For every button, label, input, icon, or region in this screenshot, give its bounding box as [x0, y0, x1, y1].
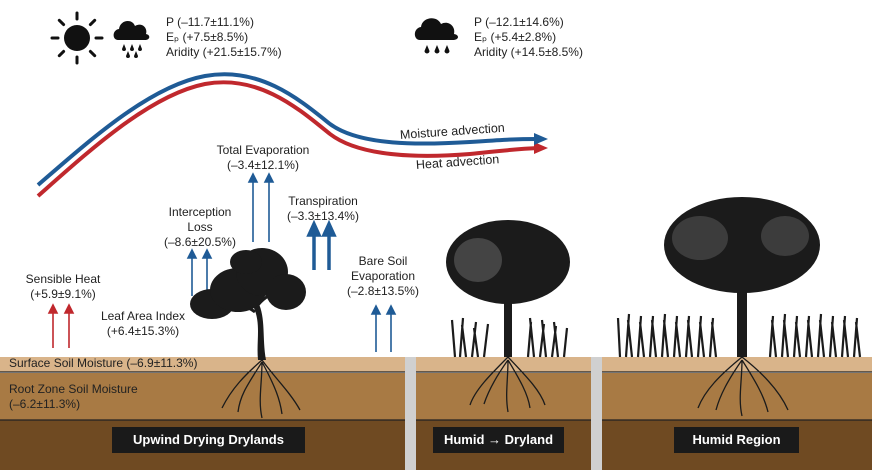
heat-advection-arrowhead — [534, 142, 548, 154]
rain-cloud-icon — [414, 18, 459, 54]
interception-loss-value: (–8.6±20.5%) — [164, 235, 236, 249]
bare-soil-title: Bare Soil — [358, 254, 408, 268]
aridity-change-right: Aridity (+14.5±8.5%) — [474, 45, 583, 59]
region-separator-1 — [405, 357, 416, 470]
root-zone-soil-layer — [0, 373, 872, 420]
region-label-humid-to-dryland: Humid → Dryland — [433, 427, 564, 453]
total-evaporation-label: Total Evaporation (–3.4±12.1%) — [203, 143, 323, 173]
transpiration-title: Transpiration — [288, 194, 358, 208]
aridity-change-left: Aridity (+21.5±15.7%) — [166, 45, 282, 59]
interception-loss-label: Interception Loss (–8.6±20.5%) — [145, 205, 255, 250]
moisture-advection-arrowhead — [534, 133, 548, 145]
region-separator-2 — [591, 357, 602, 470]
rain-cloud-icon — [113, 20, 150, 58]
dryland-tree — [190, 248, 306, 419]
region-label-humid-region: Humid Region — [674, 427, 799, 453]
bare-soil-evaporation-value: (–2.8±13.5%) — [347, 284, 419, 298]
moisture-advection-curve — [36, 72, 539, 187]
transpiration-label: Transpiration (–3.3±13.4%) — [268, 194, 378, 224]
transpiration-arrows — [306, 219, 337, 270]
climate-summary-left: P (–11.7±11.1%) Eₚ (+7.5±8.5%) Aridity (… — [166, 15, 282, 60]
sensible-heat-value: (+5.9±9.1%) — [30, 287, 96, 301]
root-zone-title: Root Zone Soil Moisture — [9, 382, 138, 396]
sensible-heat-label: Sensible Heat (+5.9±9.1%) — [8, 272, 118, 302]
transpiration-value: (–3.3±13.4%) — [287, 209, 359, 223]
humid-tree — [664, 197, 820, 417]
total-evaporation-value: (–3.4±12.1%) — [227, 158, 299, 172]
bare-soil-evaporation-label: Bare Soil Evaporation (–2.8±13.5%) — [333, 254, 433, 299]
interception-title: Interception — [168, 205, 232, 219]
leaf-area-index-title: Leaf Area Index — [100, 309, 186, 323]
climate-summary-right: P (–12.1±14.6%) Eₚ (+5.4±2.8%) Aridity (… — [474, 15, 583, 60]
region-label-upwind-drying-drylands: Upwind Drying Drylands — [112, 427, 305, 453]
bare-soil-evaporation-arrows — [370, 304, 397, 352]
transition-grass — [450, 317, 569, 358]
precipitation-change-right: P (–12.1±14.6%) — [474, 15, 564, 29]
transition-tree — [446, 220, 570, 413]
humid-grass — [616, 313, 862, 358]
interception-loss-title: Loss — [187, 220, 213, 234]
leaf-area-index-label: Leaf Area Index (+6.4±15.3%) — [88, 309, 198, 339]
root-zone-soil-moisture-label: Root Zone Soil Moisture (–6.2±11.3%) — [9, 382, 138, 412]
bare-soil-evaporation-title: Evaporation — [350, 269, 416, 283]
interception-loss-arrows — [186, 248, 213, 296]
surface-soil-layer — [0, 357, 872, 372]
sensible-heat-arrows — [47, 303, 75, 348]
leaf-area-index-value: (+6.4±15.3%) — [106, 324, 180, 338]
total-evaporation-title: Total Evaporation — [216, 143, 310, 157]
potential-evaporation-change-right: Eₚ (+5.4±2.8%) — [474, 30, 557, 44]
sun-icon — [50, 11, 104, 65]
surface-soil-moisture-label: Surface Soil Moisture (–6.9±11.3%) — [9, 356, 198, 370]
root-zone-value: (–6.2±11.3%) — [9, 397, 81, 411]
potential-evaporation-change-left: Eₚ (+7.5±8.5%) — [166, 30, 249, 44]
sensible-heat-title: Sensible Heat — [25, 272, 101, 286]
heat-advection-curve — [36, 80, 539, 198]
total-evaporation-arrows — [247, 172, 275, 242]
precipitation-change-left: P (–11.7±11.1%) — [166, 15, 254, 29]
